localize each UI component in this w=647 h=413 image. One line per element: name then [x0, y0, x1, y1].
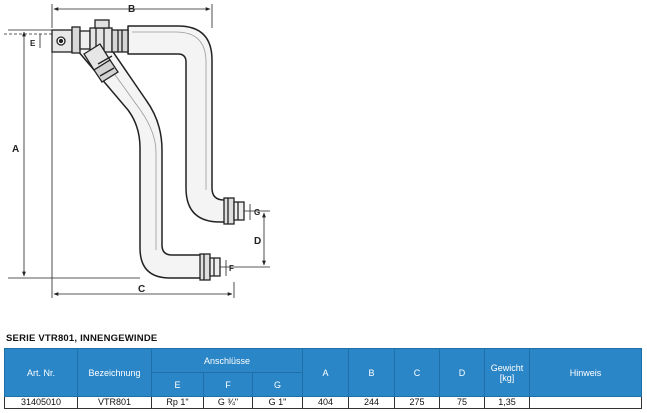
header-bezeichnung: Bezeichnung: [77, 348, 152, 397]
header-anschluesse: Anschlüsse: [150, 348, 304, 373]
cell-e: Rp 1": [151, 396, 204, 409]
header-b: B: [348, 348, 396, 397]
dim-label-e: E: [30, 39, 36, 48]
header-gewicht-line2: [kg]: [499, 372, 515, 383]
outlet-fitting-f: [199, 253, 221, 281]
dim-label-c: C: [138, 284, 145, 295]
cell-bezeichnung: VTR801: [77, 396, 152, 409]
header-f: F: [203, 372, 253, 397]
header-d: D: [439, 348, 486, 397]
cell-b: 244: [348, 396, 396, 409]
dim-label-g: G: [254, 208, 260, 217]
inlet-fitting: [51, 19, 129, 54]
cell-g: G 1": [251, 396, 304, 409]
cell-gewicht: 1,35: [484, 396, 531, 409]
series-title: SERIE VTR801, INNENGEWINDE: [6, 333, 158, 344]
dim-label-a: A: [12, 144, 19, 155]
header-c: C: [394, 348, 441, 397]
header-a: A: [302, 348, 350, 397]
dim-label-d: D: [254, 236, 261, 247]
header-hinweis: Hinweis: [529, 348, 643, 397]
strainer-body: [83, 43, 119, 83]
cell-hinweis: [529, 396, 643, 409]
header-gewicht: Gewicht [kg]: [484, 348, 531, 397]
cell-a: 404: [302, 396, 350, 409]
dim-label-f: F: [229, 264, 234, 273]
header-e: E: [151, 372, 204, 397]
cell-art-nr: 31405010: [4, 396, 78, 409]
outlet-fitting-g: [223, 197, 245, 225]
table-header-row: Art. Nr. Bezeichnung Anschlüsse A B C D …: [4, 348, 643, 397]
cell-d: 75: [439, 396, 486, 409]
technical-drawing: B A E C D G F: [4, 4, 270, 298]
spec-table: Art. Nr. Bezeichnung Anschlüsse A B C D …: [4, 348, 643, 409]
dim-label-b: B: [128, 4, 135, 15]
dimension-lines: [4, 4, 270, 298]
header-art-nr: Art. Nr.: [4, 348, 78, 397]
header-gewicht-line1: Gewicht: [490, 362, 524, 373]
table-subheader-row: E F G: [5, 372, 642, 397]
cell-f: G ¾": [203, 396, 253, 409]
cell-c: 275: [394, 396, 441, 409]
table-row: 31405010 VTR801 Rp 1" G ¾" G 1" 404 244 …: [4, 396, 643, 409]
header-g: G: [251, 372, 304, 397]
